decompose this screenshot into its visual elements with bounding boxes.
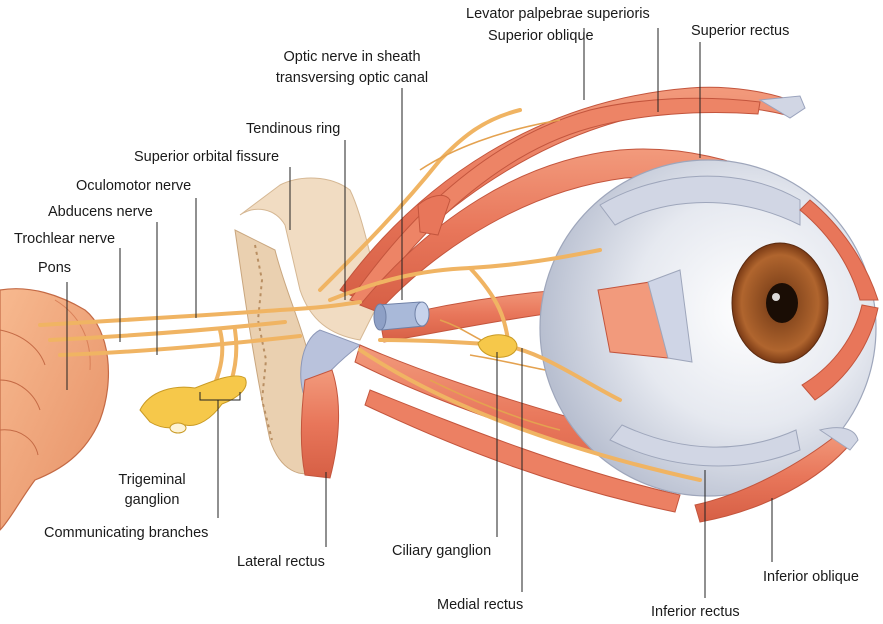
label-superior-orbital-fissure: Superior orbital fissure <box>134 149 279 166</box>
label-lateral-rectus: Lateral rectus <box>237 554 325 571</box>
label-trochlear-nerve: Trochlear nerve <box>14 231 115 248</box>
label-levator-palpebrae: Levator palpebrae superioris <box>466 6 650 23</box>
label-inferior-oblique: Inferior oblique <box>763 569 859 586</box>
eyeball <box>540 160 878 522</box>
label-optic-nerve-line1: Optic nerve in sheath <box>252 49 452 66</box>
optic-nerve-shape <box>374 302 429 330</box>
trigeminal-ganglion-shape <box>140 376 246 428</box>
label-oculomotor-nerve: Oculomotor nerve <box>76 178 191 195</box>
label-trigeminal-line1: Trigeminal <box>100 472 204 489</box>
label-medial-rectus: Medial rectus <box>437 597 523 614</box>
label-pons: Pons <box>38 260 71 277</box>
label-superior-oblique: Superior oblique <box>488 28 594 45</box>
label-trigeminal-line2: ganglion <box>100 492 204 509</box>
label-superior-rectus: Superior rectus <box>691 23 789 40</box>
label-inferior-rectus: Inferior rectus <box>651 604 740 621</box>
label-abducens-nerve: Abducens nerve <box>48 204 153 221</box>
label-ciliary-ganglion: Ciliary ganglion <box>392 543 491 560</box>
label-tendinous-ring: Tendinous ring <box>246 121 340 138</box>
label-optic-nerve-line2: transversing optic canal <box>252 70 452 87</box>
label-communicating-branches: Communicating branches <box>44 525 208 542</box>
